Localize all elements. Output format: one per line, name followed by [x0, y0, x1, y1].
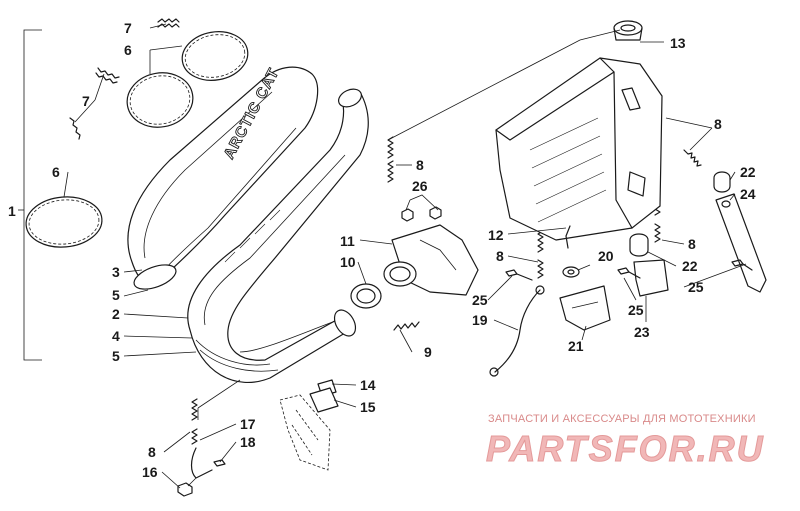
callout-8-center: 8	[496, 248, 504, 264]
callout-19: 19	[472, 312, 488, 328]
clamp-ring-lower	[25, 196, 103, 248]
manifold-bolts	[401, 194, 442, 222]
callout-23: 23	[634, 324, 650, 340]
callout-6-upper: 6	[124, 42, 132, 58]
bolt-25-left	[505, 269, 533, 281]
hardware-bottom	[177, 447, 226, 497]
callout-26: 26	[412, 178, 428, 194]
mount-bracket-21	[559, 285, 611, 331]
callout-15: 15	[360, 399, 376, 415]
callout-25-center: 25	[628, 302, 644, 318]
callout-4: 4	[112, 328, 120, 344]
spring-7-lower	[69, 117, 81, 140]
group-bracket-1	[18, 29, 42, 361]
ground-strap	[489, 285, 545, 377]
spring-8-upper	[387, 136, 394, 183]
callout-11: 11	[340, 233, 355, 249]
callout-1: 1	[8, 203, 16, 219]
callout-6-lower: 6	[52, 164, 60, 180]
washer-20	[562, 266, 580, 278]
callout-24: 24	[740, 186, 756, 202]
callout-9: 9	[424, 344, 432, 360]
stud-hook	[565, 225, 571, 249]
spring-8-top-right	[683, 149, 702, 167]
callout-25-left: 25	[472, 292, 488, 308]
exhaust-manifold	[383, 224, 479, 296]
callout-8-bottom: 8	[148, 444, 156, 460]
callout-10: 10	[340, 254, 356, 270]
mount-bracket-24	[715, 193, 767, 293]
callout-14: 14	[360, 377, 376, 393]
spring-8-bottom	[191, 398, 198, 445]
bolt-25-right	[731, 259, 753, 271]
callout-17: 17	[240, 416, 256, 432]
exhaust-pipe	[187, 88, 369, 383]
mount-bracket-23	[633, 259, 669, 297]
callout-2: 2	[112, 306, 120, 322]
callout-5-lower: 5	[112, 348, 120, 364]
callout-8-top-right: 8	[714, 116, 722, 132]
callout-8-upper: 8	[416, 157, 424, 173]
watermark-caption: ЗАПЧАСТИ И АКСЕССУАРЫ ДЛЯ МОТОТЕХНИКИ	[488, 413, 756, 425]
spring-8-center	[537, 227, 544, 279]
callout-21: 21	[568, 338, 584, 354]
callout-20: 20	[598, 248, 614, 264]
clamp-ring-upper	[181, 31, 249, 81]
callout-8-right: 8	[688, 236, 696, 252]
seal-ring	[350, 283, 382, 309]
spring-9	[393, 321, 420, 331]
lower-heat-shield	[195, 339, 279, 372]
clamp-ring-middle	[126, 72, 194, 128]
callout-7-lower: 7	[82, 93, 90, 109]
rubber-mount-right	[713, 171, 731, 193]
callout-7-upper: 7	[124, 20, 132, 36]
callout-22-lower: 22	[682, 258, 698, 274]
watermark-logo: PARTSFOR.RU	[486, 428, 765, 470]
bracket-15	[309, 387, 339, 413]
leader-lines	[63, 23, 747, 489]
callout-16: 16	[142, 464, 158, 480]
callout-3: 3	[112, 264, 120, 280]
callout-22-upper: 22	[740, 164, 756, 180]
grommet	[613, 20, 643, 41]
frame-mount-outline	[279, 394, 331, 471]
callout-18: 18	[240, 434, 256, 450]
callout-25-right: 25	[688, 279, 704, 295]
callout-13: 13	[670, 35, 686, 51]
bolt-25-center	[617, 267, 641, 279]
spring-7-upper	[157, 18, 180, 28]
callout-5-upper: 5	[112, 287, 120, 303]
callout-numbers: 1 2 3 4 5 5 6 6 7 7 8 8 8 8 8 9 10 11 12…	[8, 20, 756, 480]
rubber-mount-center	[629, 233, 649, 257]
silencer-box	[495, 57, 663, 241]
callout-12: 12	[488, 227, 504, 243]
spring-7-mid	[95, 67, 120, 84]
